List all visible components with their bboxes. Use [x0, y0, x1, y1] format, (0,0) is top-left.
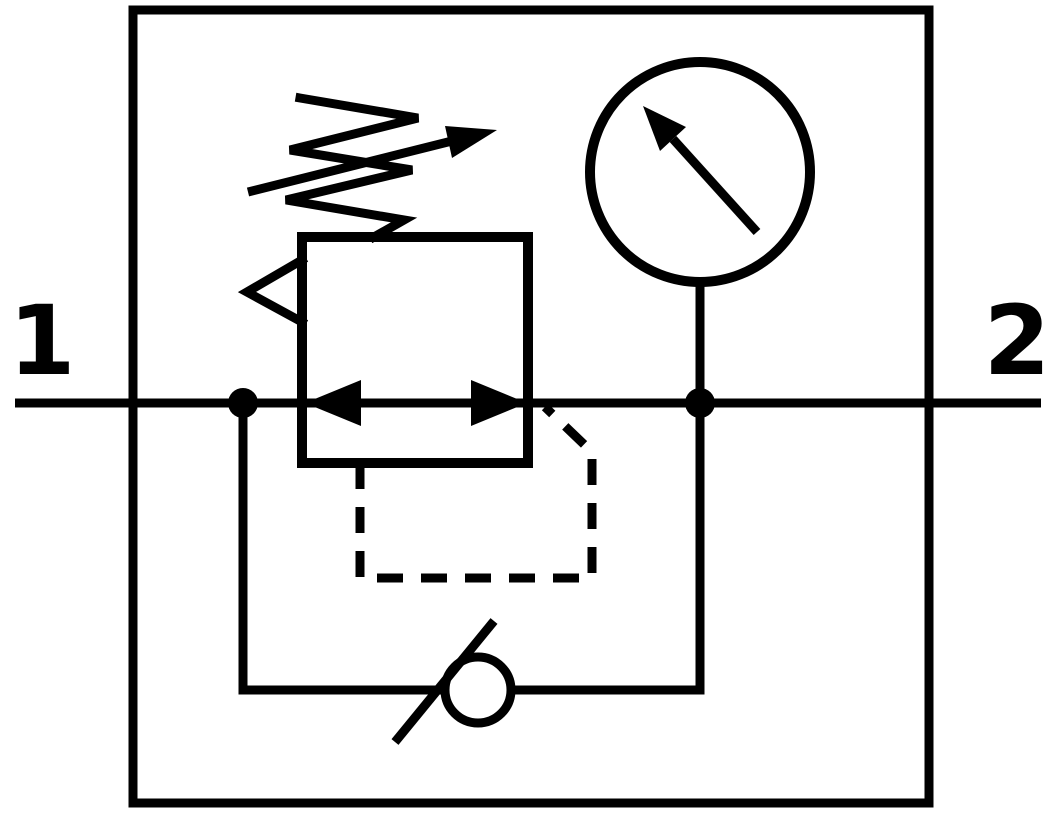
pilot-control-dashed-line — [355, 403, 597, 583]
port-2-label: 2 — [984, 285, 1051, 397]
gauge-needle-arrowhead — [643, 106, 686, 151]
bypass-line — [238, 403, 705, 695]
regulator-flow-arrow-left — [305, 380, 361, 426]
gauge-needle — [669, 135, 761, 236]
check-valve-seat-line — [391, 618, 498, 745]
spring-adjustment-arrowhead — [445, 126, 497, 158]
spring-adjustment-arrow — [246, 136, 454, 197]
adjustable-spring — [284, 92, 420, 244]
junction-node-left — [228, 388, 258, 418]
junction-node-right — [685, 388, 715, 418]
relief-vent-arrowhead — [237, 253, 309, 329]
pressure-regulator-valve — [297, 232, 533, 468]
port-1-label: 1 — [9, 285, 76, 397]
regulator-flow-arrow-right — [471, 380, 527, 426]
check-valve — [440, 652, 516, 728]
